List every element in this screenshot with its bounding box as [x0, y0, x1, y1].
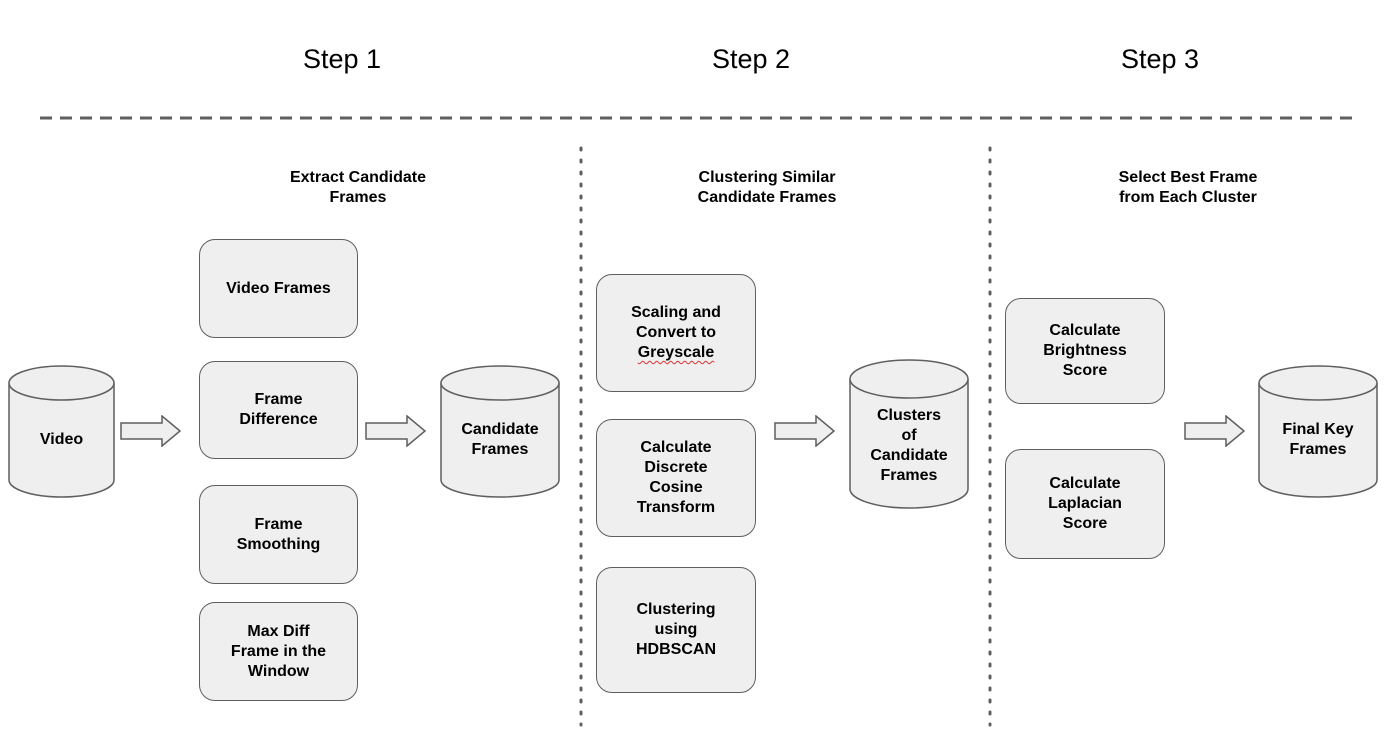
cylinder-icon — [8, 365, 115, 498]
cylinder-icon — [1258, 365, 1378, 498]
cylinder-icon — [849, 359, 969, 509]
arrow-right-icon — [365, 415, 427, 447]
process-video-frames: Video Frames — [199, 239, 358, 338]
arrow-right-icon — [774, 415, 836, 447]
arrow-right-icon — [120, 415, 182, 447]
step-2-title: Step 2 — [711, 44, 791, 74]
video-store-label: Video — [39, 431, 84, 448]
spellcheck-word: Greyscale — [637, 344, 715, 361]
step-1-title: Step 1 — [302, 44, 382, 74]
video-store: Video — [8, 365, 115, 498]
arrow-right-icon — [1184, 415, 1246, 447]
step-3-title: Step 3 — [1120, 44, 1200, 74]
cylinder-icon — [440, 365, 560, 498]
